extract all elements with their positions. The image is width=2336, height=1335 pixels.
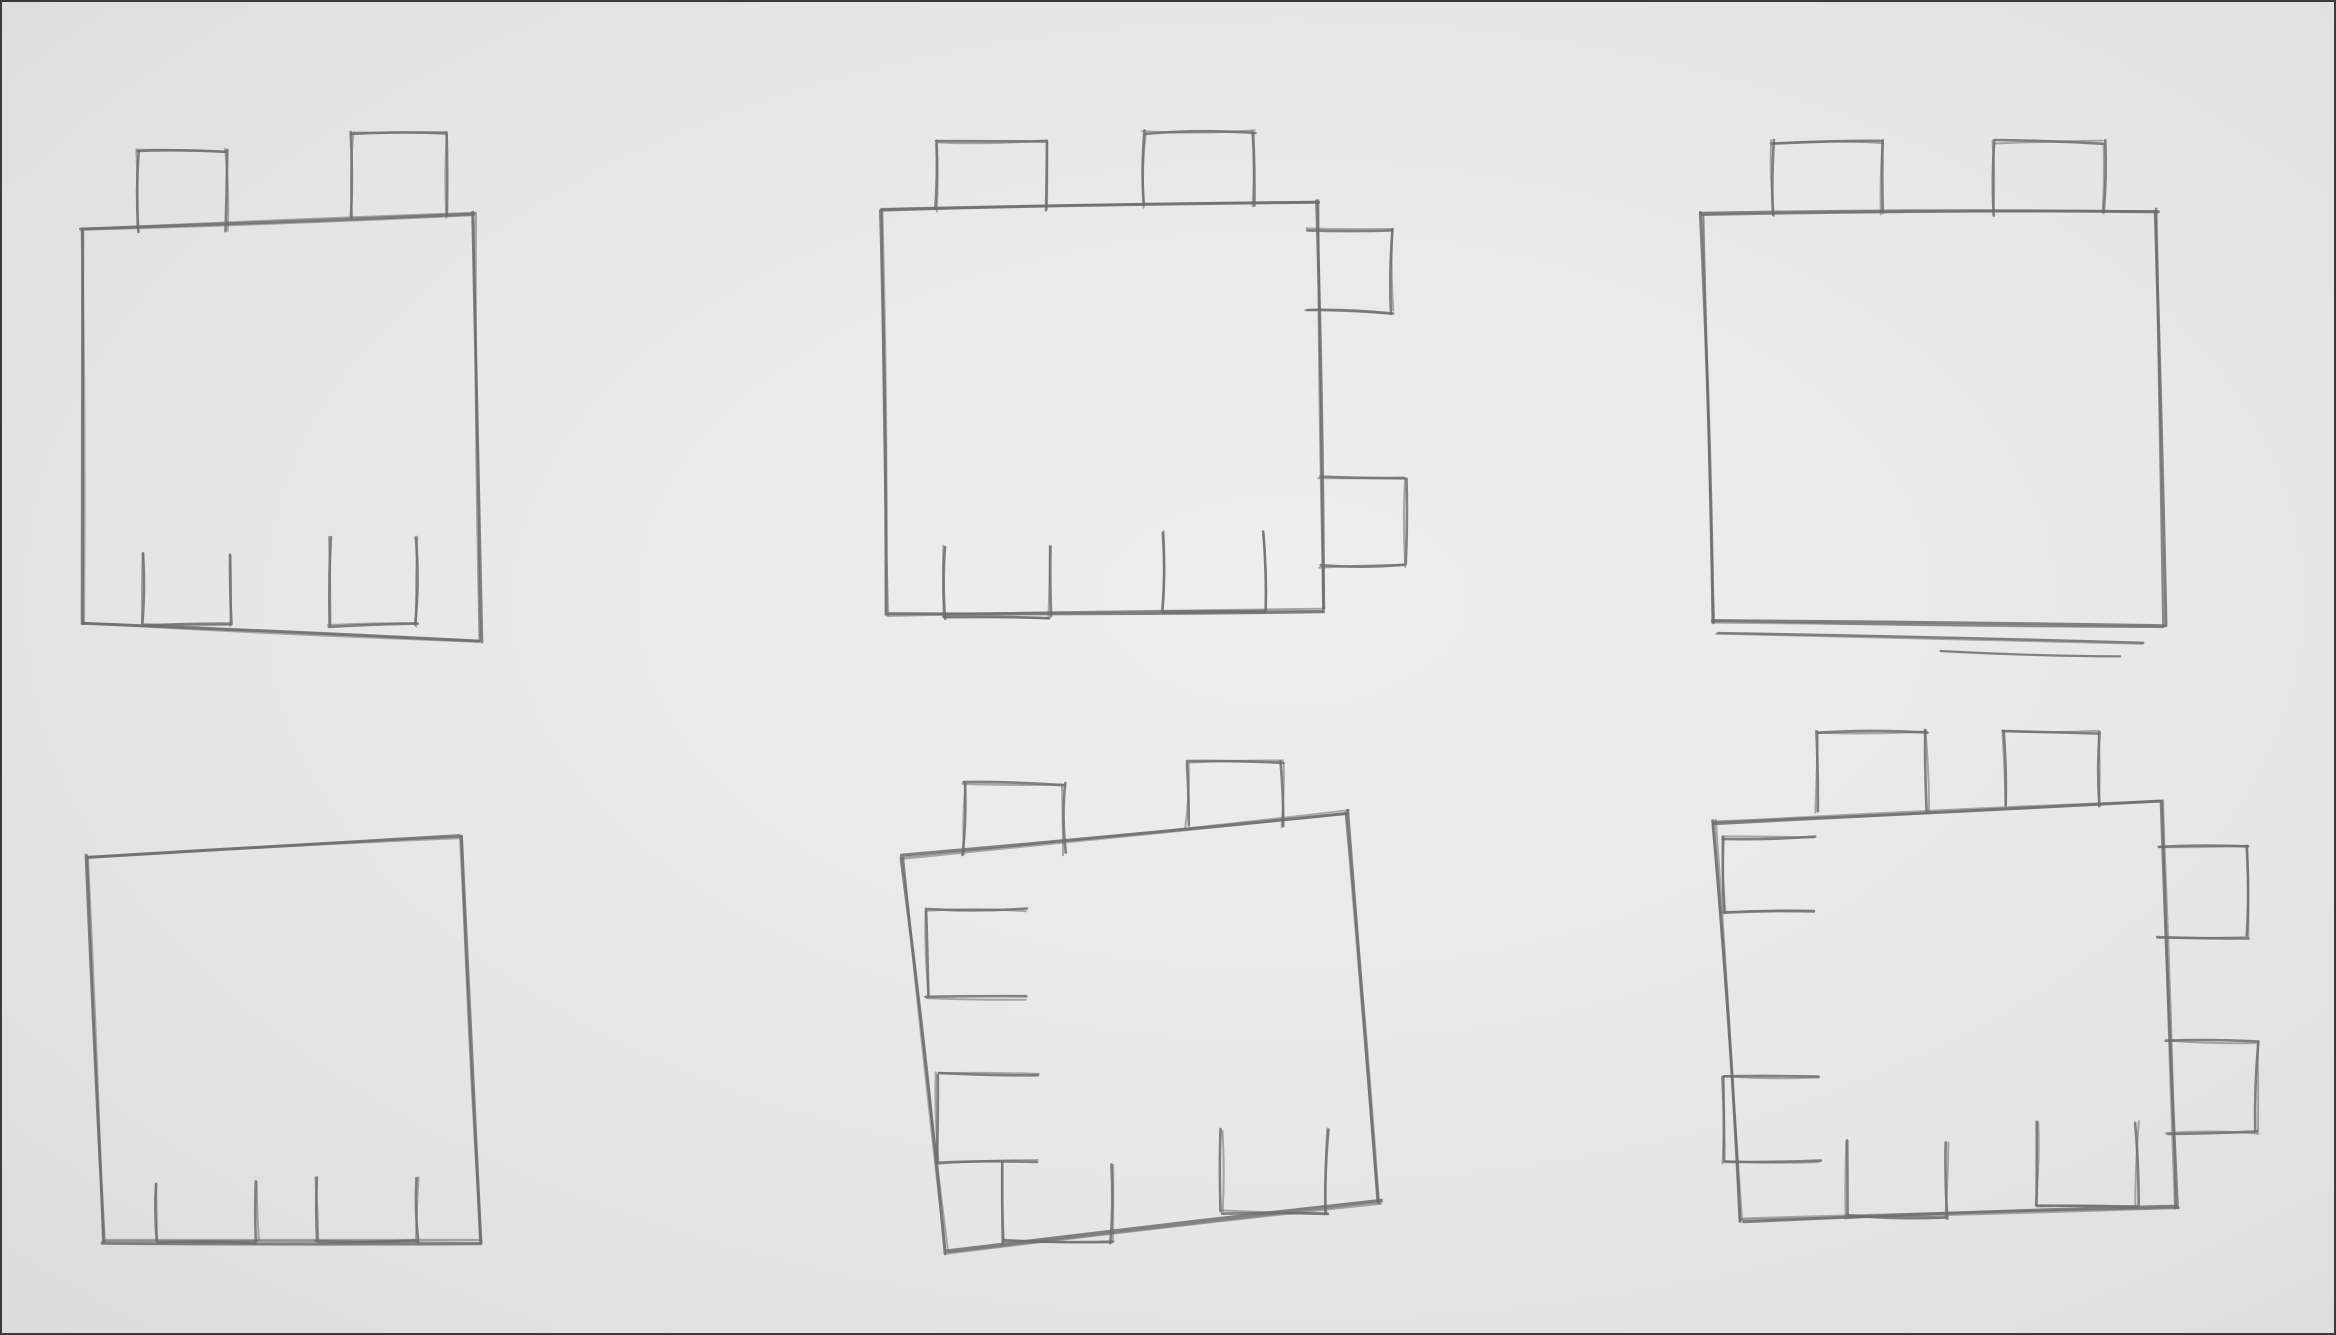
table-outline <box>88 838 462 858</box>
chair-sketch <box>1392 230 1394 311</box>
table-sketch-4 <box>86 836 482 1245</box>
chair-sketch <box>2103 144 2104 213</box>
chair-sketch <box>926 996 1027 997</box>
chair-sketch <box>947 617 1050 618</box>
chair-sketch <box>1252 131 1254 206</box>
chair-sketch <box>1062 785 1063 856</box>
chair-sketch <box>1318 478 1406 479</box>
table-outline <box>1716 634 2142 644</box>
chair-sketch <box>1406 479 1407 564</box>
chair-sketch <box>927 998 1026 1000</box>
chair-sketch <box>257 1182 259 1240</box>
chair-sketch <box>1722 836 1813 837</box>
chair-sketch <box>1223 1131 1224 1212</box>
chair-sketch <box>230 555 231 626</box>
table-outline <box>1713 824 1742 1219</box>
chair-sketch <box>939 1073 1039 1074</box>
chair-sketch <box>1048 546 1049 617</box>
chair-sketch <box>156 1184 157 1244</box>
chair-sketch <box>353 132 446 133</box>
table-sketch-2 <box>880 130 1407 619</box>
table-sketch-3 <box>1700 140 2166 656</box>
table-outline <box>82 213 475 229</box>
table-outline <box>948 1200 1382 1251</box>
table-outline <box>82 215 473 230</box>
chair-sketch <box>1307 228 1393 229</box>
chair-sketch <box>2158 937 2248 938</box>
chair-sketch <box>1404 479 1405 567</box>
chair-sketch <box>1845 1141 1846 1219</box>
table-outline <box>949 1202 1382 1253</box>
chair-sketch <box>2258 1042 2259 1131</box>
chair-sketch <box>1307 230 1391 231</box>
table-sketch-5 <box>901 760 1382 1253</box>
table-outline <box>88 856 104 1241</box>
chair-sketch <box>962 784 1062 785</box>
chair-sketch <box>2247 849 2248 937</box>
table-outline <box>1743 1208 2176 1218</box>
chair-sketch <box>1325 1129 1327 1214</box>
table-outline <box>1346 812 1378 1201</box>
table-outline <box>947 1204 1381 1254</box>
chair-sketch <box>255 1181 256 1241</box>
chair-sketch <box>1771 142 1884 144</box>
sketch-layer <box>81 130 2259 1253</box>
chair-sketch <box>142 553 143 624</box>
chair-sketch <box>937 140 938 211</box>
table-outline <box>460 836 480 1242</box>
table-outline <box>1941 651 2120 656</box>
chair-sketch <box>2036 1205 2138 1206</box>
table-sketch-6 <box>1713 730 2259 1222</box>
chair-sketch <box>1220 1129 1221 1211</box>
table-sketch-1 <box>81 132 482 642</box>
chair-sketch <box>943 546 944 617</box>
